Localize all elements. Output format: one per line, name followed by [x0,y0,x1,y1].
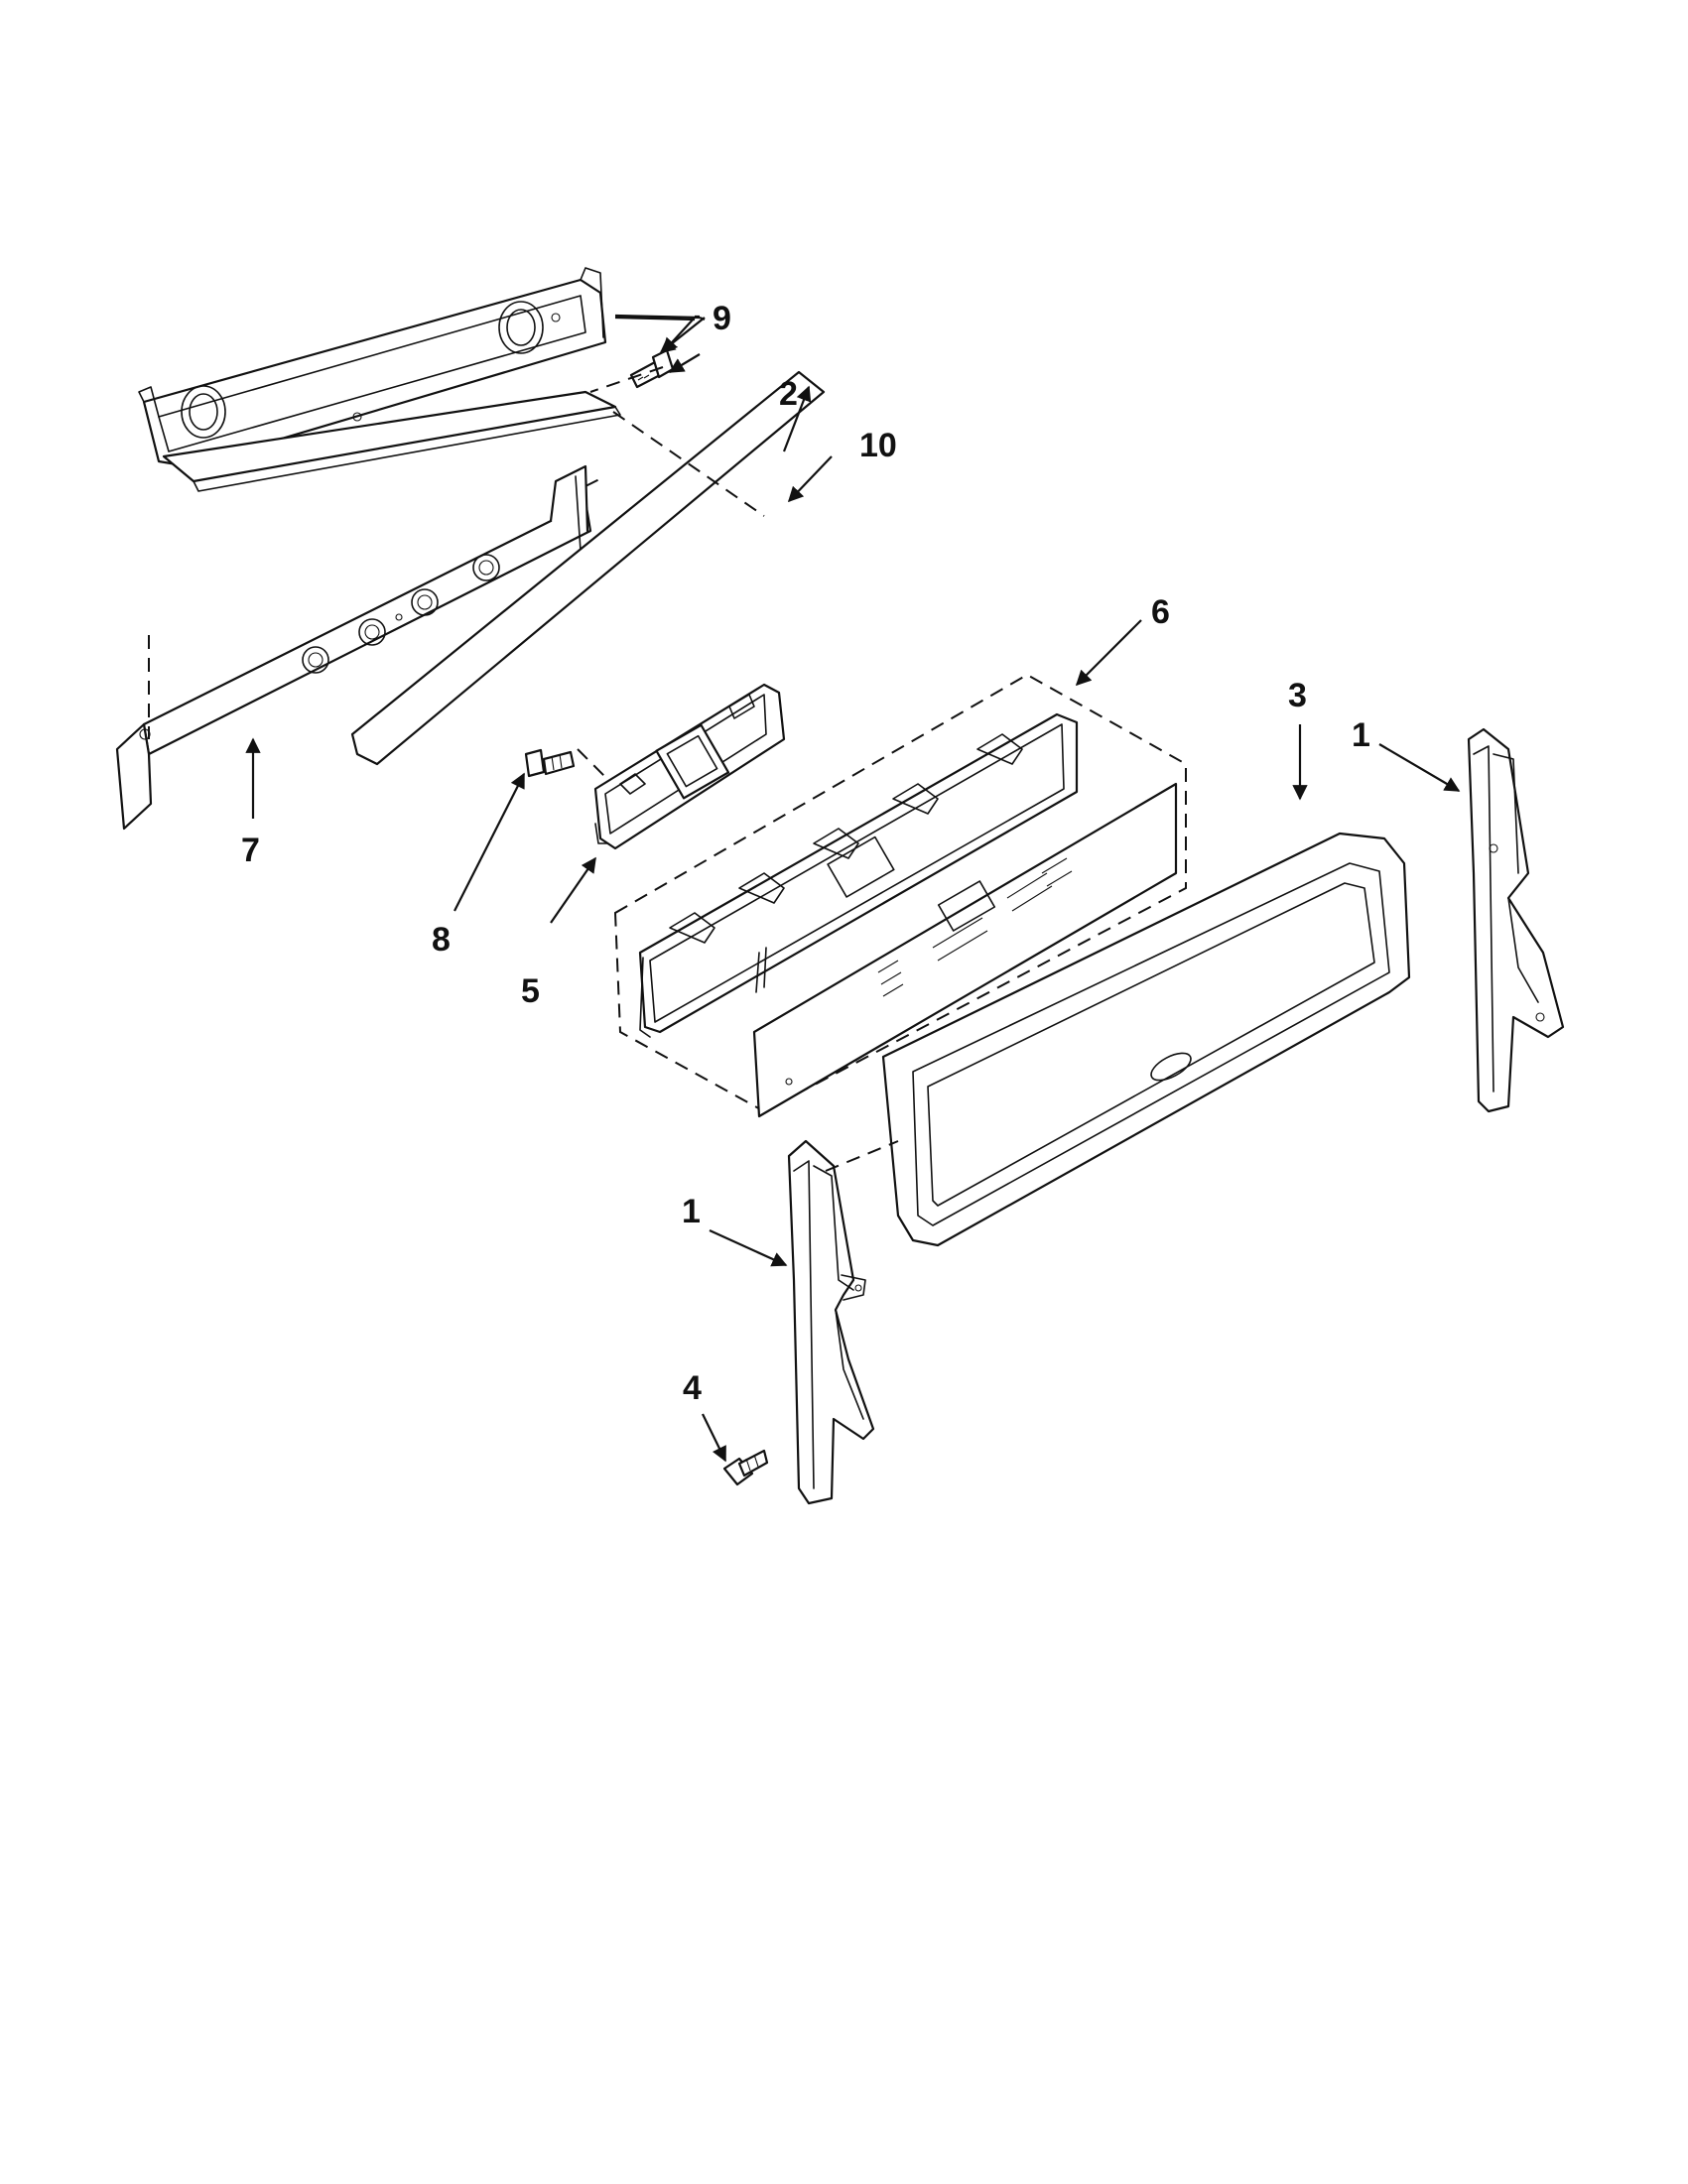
part-3-trim-frame [881,832,1411,1247]
callout-7: 7 [241,832,260,869]
callout-5: 5 [521,972,540,1010]
part-4-screw [722,1449,769,1486]
callout-10: 10 [859,427,897,464]
part-6-console-frame [638,712,1079,1038]
part-1-end-panel-right [1467,727,1565,1113]
callout-labels: 9 2 10 6 3 1 7 8 5 1 4 [241,300,1370,1407]
callout-6: 6 [1151,593,1170,631]
callout-2: 2 [779,375,798,413]
part-6-control-overlay [752,782,1178,1118]
part-1-end-panel-left [787,1139,875,1505]
callout-9: 9 [713,300,731,337]
part-9-rear-bracket [138,267,621,492]
callout-1-right: 1 [1352,716,1370,754]
leader-arrows [245,314,1461,1463]
part-10-insulation-sheet [350,370,826,766]
callout-4: 4 [683,1369,702,1407]
callout-3: 3 [1288,677,1307,714]
callout-1-left: 1 [682,1193,701,1230]
part-6-assembly-outline [613,673,1187,1113]
part-5-control-board [593,683,786,850]
part-7-switch-panel [115,464,592,831]
part-8-screw [524,748,576,778]
part-2-screw [629,348,675,389]
callout-8: 8 [432,921,451,959]
alignment-lines [148,366,899,1172]
